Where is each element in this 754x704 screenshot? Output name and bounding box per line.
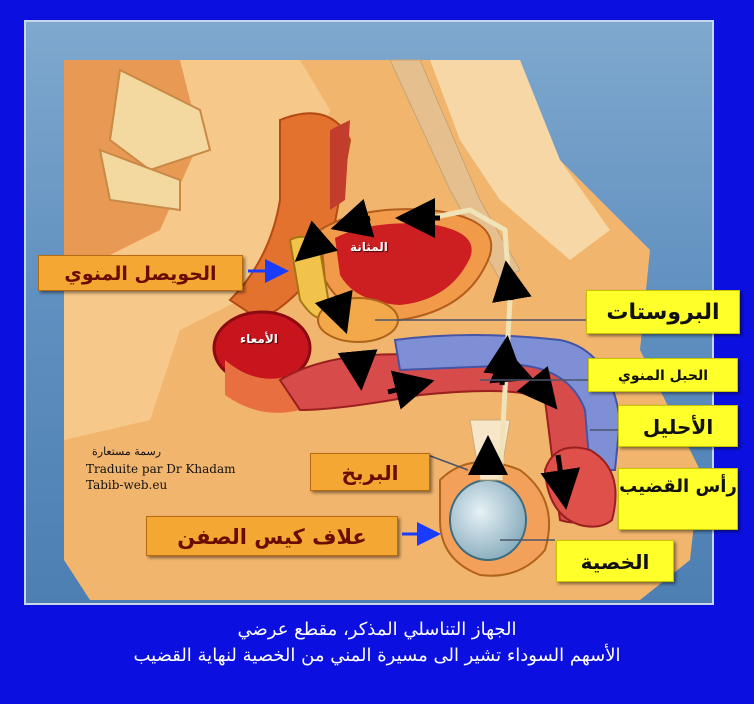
label-prostate: البروستات <box>586 290 740 334</box>
testis-shape <box>450 480 526 560</box>
label-testis: الخصية <box>556 540 674 582</box>
credit-translator: Traduite par Dr Khadam <box>86 462 236 476</box>
credit-website: Tabib-web.eu <box>86 478 167 492</box>
credit-arabic: رسمة مستعارة <box>92 445 161 458</box>
label-tunica: علاف كيس الصفن <box>146 516 398 556</box>
label-urethra: الأحليل <box>618 405 738 447</box>
label-glans: رأس القضيب <box>618 468 738 530</box>
bladder-label: المثانة <box>350 240 388 254</box>
label-spermatic-cord: الحبل المنوي <box>588 358 738 392</box>
caption-line-2: الأسهم السوداء تشير الى مسيرة المني من ا… <box>0 645 754 666</box>
label-epididymis: البربخ <box>310 453 430 491</box>
intestine-label: الأمعاء <box>240 332 278 346</box>
label-seminal-vesicle: الحويصل المنوي <box>38 255 243 291</box>
flow-arrow <box>358 355 360 376</box>
caption-line-1: الجهاز التناسلي المذكر، مقطع عرضي <box>0 619 754 640</box>
